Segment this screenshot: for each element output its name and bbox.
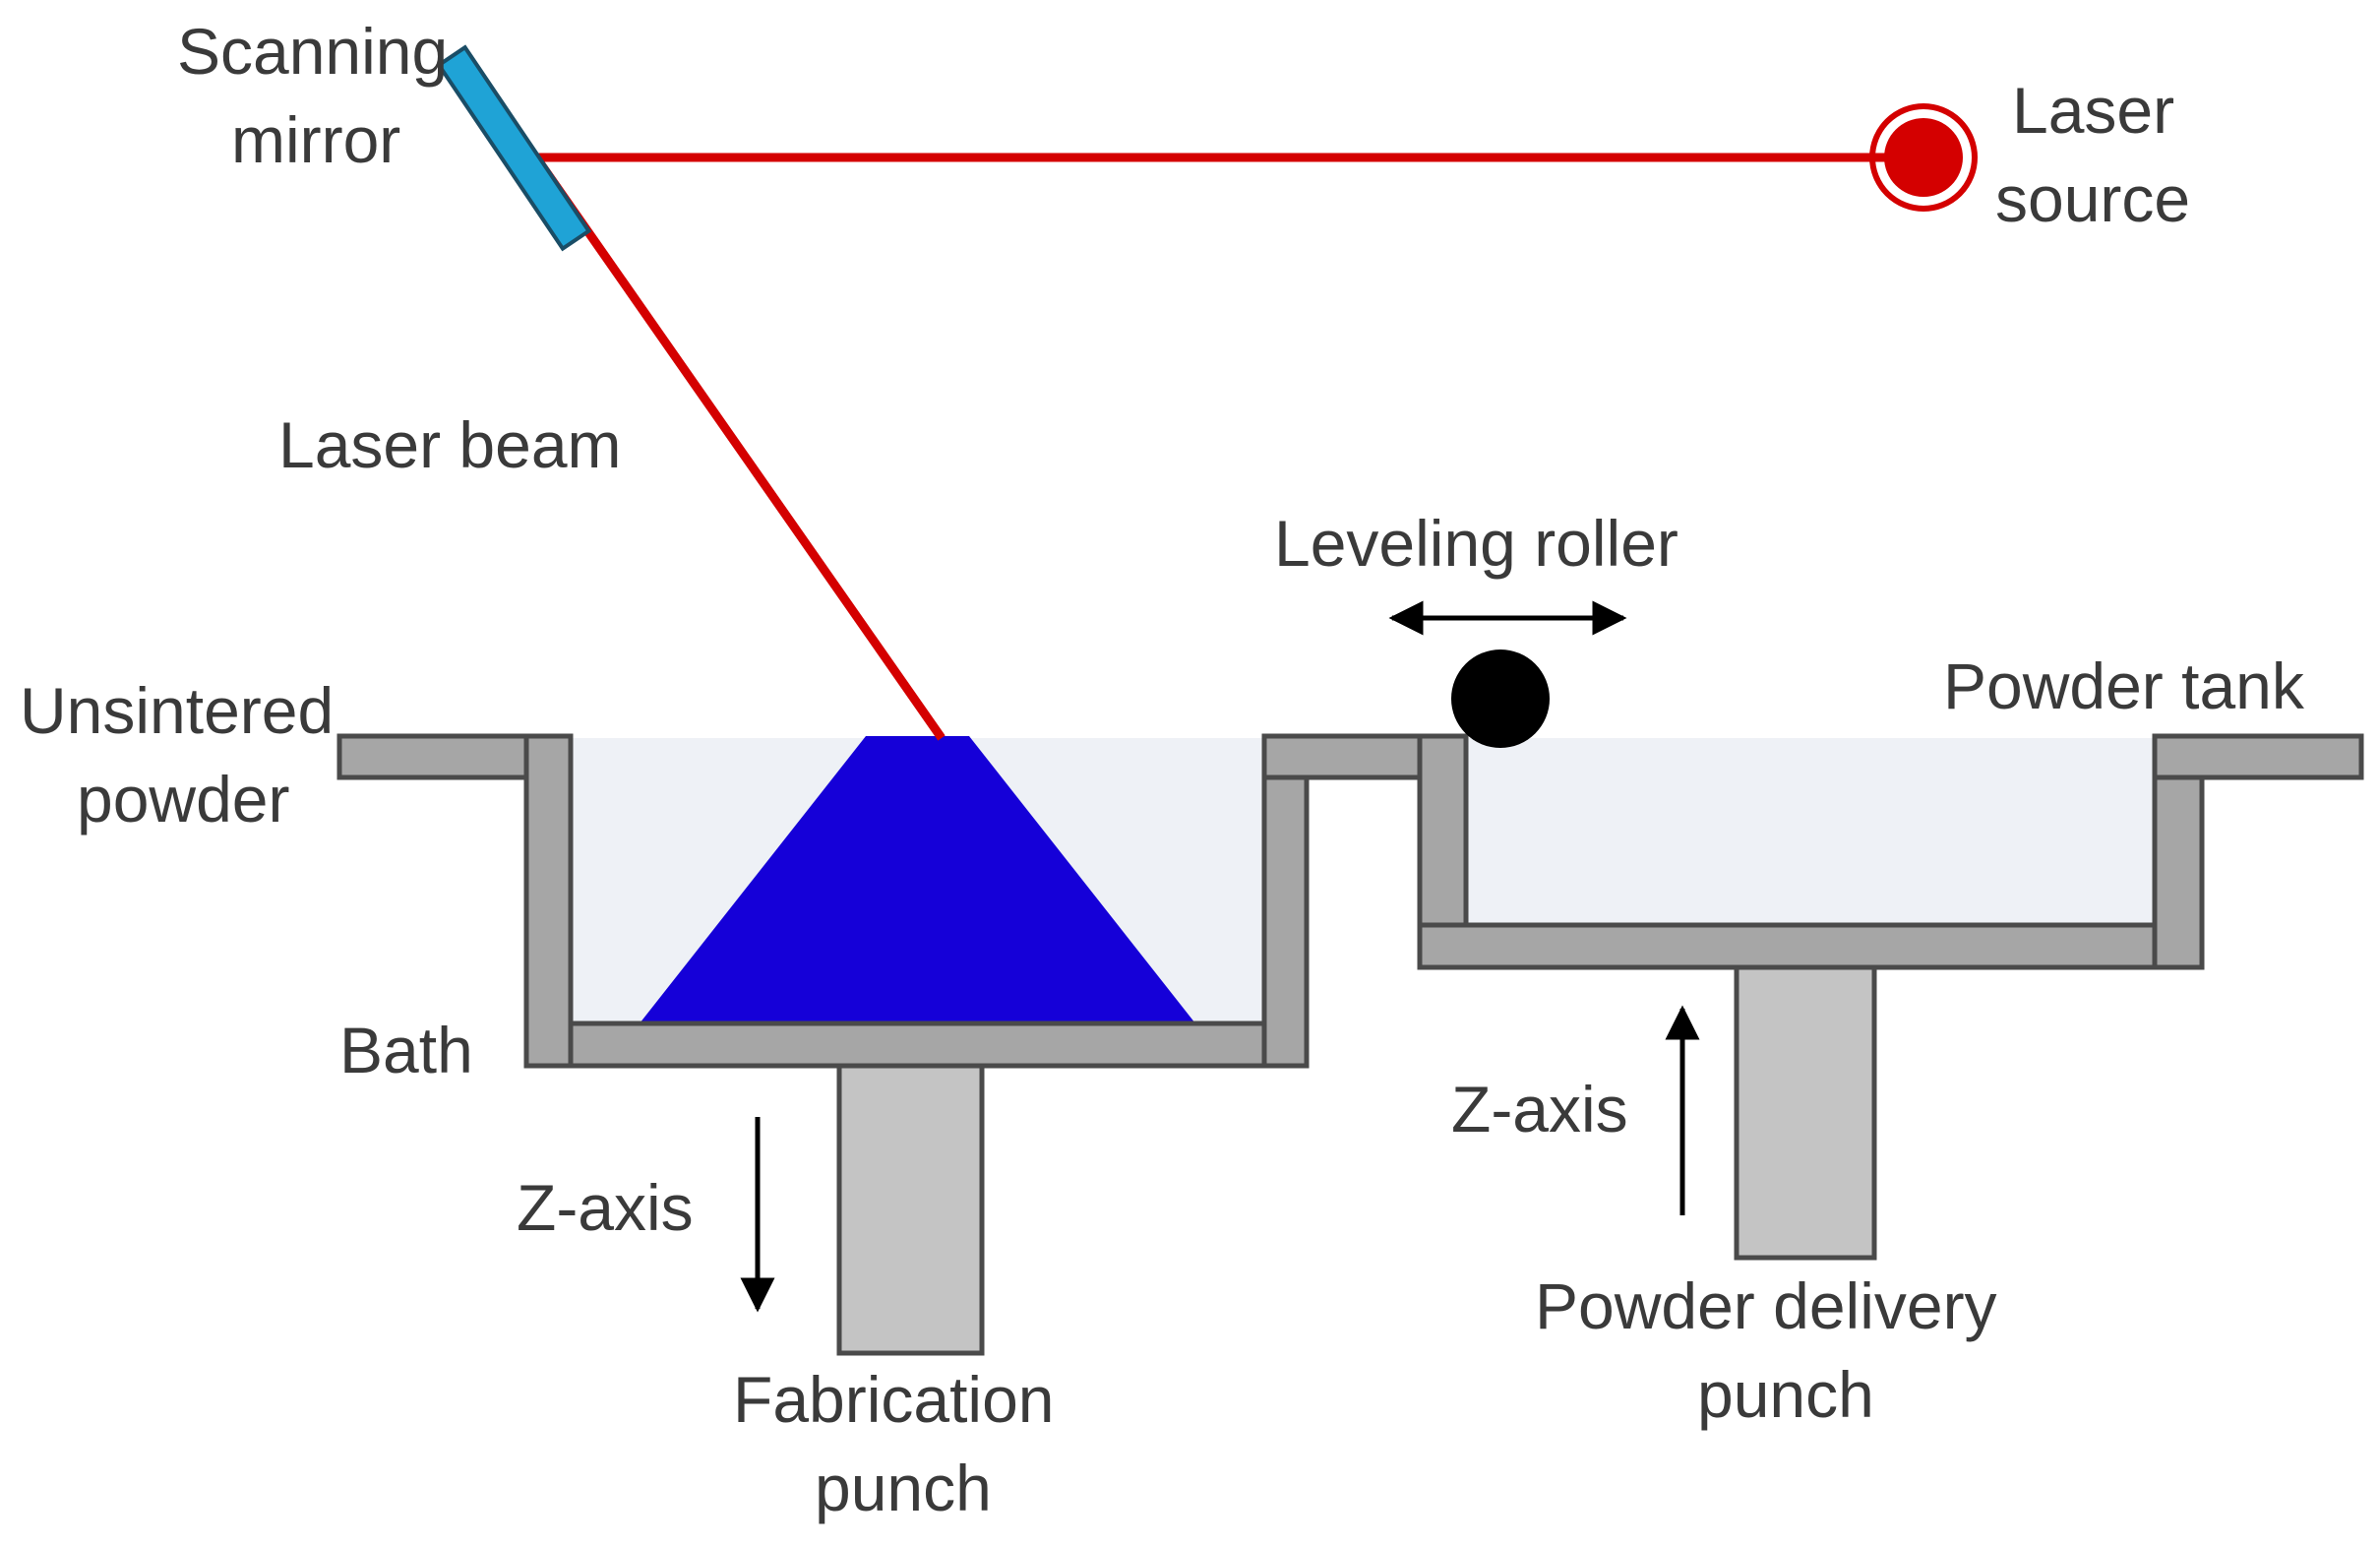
label-powder-delivery-punch-2: punch bbox=[1697, 1358, 1874, 1431]
label-laser-beam: Laser beam bbox=[278, 408, 622, 481]
fabrication-punch bbox=[836, 1063, 985, 1356]
bath-left-wall bbox=[523, 733, 574, 1069]
label-fabrication-punch-1: Fabrication bbox=[733, 1363, 1055, 1436]
label-laser-source-2: source bbox=[1995, 162, 2190, 235]
tank-right-flange bbox=[2152, 733, 2364, 780]
label-scanning-mirror-2: mirror bbox=[231, 103, 400, 176]
powder-delivery-punch bbox=[1734, 964, 1877, 1261]
label-powder-tank: Powder tank bbox=[1943, 649, 2305, 722]
label-powder-delivery-punch-1: Powder delivery bbox=[1535, 1269, 1997, 1342]
label-scanning-mirror-1: Scanning bbox=[177, 15, 448, 88]
bath bbox=[336, 733, 1464, 1069]
bath-right-wall bbox=[1261, 733, 1310, 1069]
label-fabrication-punch-2: punch bbox=[815, 1452, 992, 1524]
powder-tank bbox=[1417, 733, 2364, 970]
label-laser-source-1: Laser bbox=[2012, 74, 2174, 147]
sintered-part bbox=[640, 736, 1195, 1023]
label-bath: Bath bbox=[339, 1014, 473, 1086]
laser-source-icon bbox=[1869, 103, 1978, 212]
leveling-roller-icon bbox=[1451, 649, 1550, 748]
bath-floor bbox=[568, 1020, 1267, 1069]
tank-platform bbox=[1417, 922, 2205, 970]
label-unsintered-powder-1: Unsintered bbox=[20, 674, 334, 747]
label-z-axis-right: Z-axis bbox=[1451, 1073, 1628, 1145]
laser-beam-diagonal bbox=[532, 155, 946, 741]
label-z-axis-left: Z-axis bbox=[517, 1171, 694, 1244]
tank-powder bbox=[1466, 738, 2155, 925]
label-leveling-roller: Leveling roller bbox=[1274, 507, 1678, 580]
label-unsintered-powder-2: powder bbox=[77, 763, 289, 835]
scanning-mirror-icon bbox=[436, 44, 592, 252]
